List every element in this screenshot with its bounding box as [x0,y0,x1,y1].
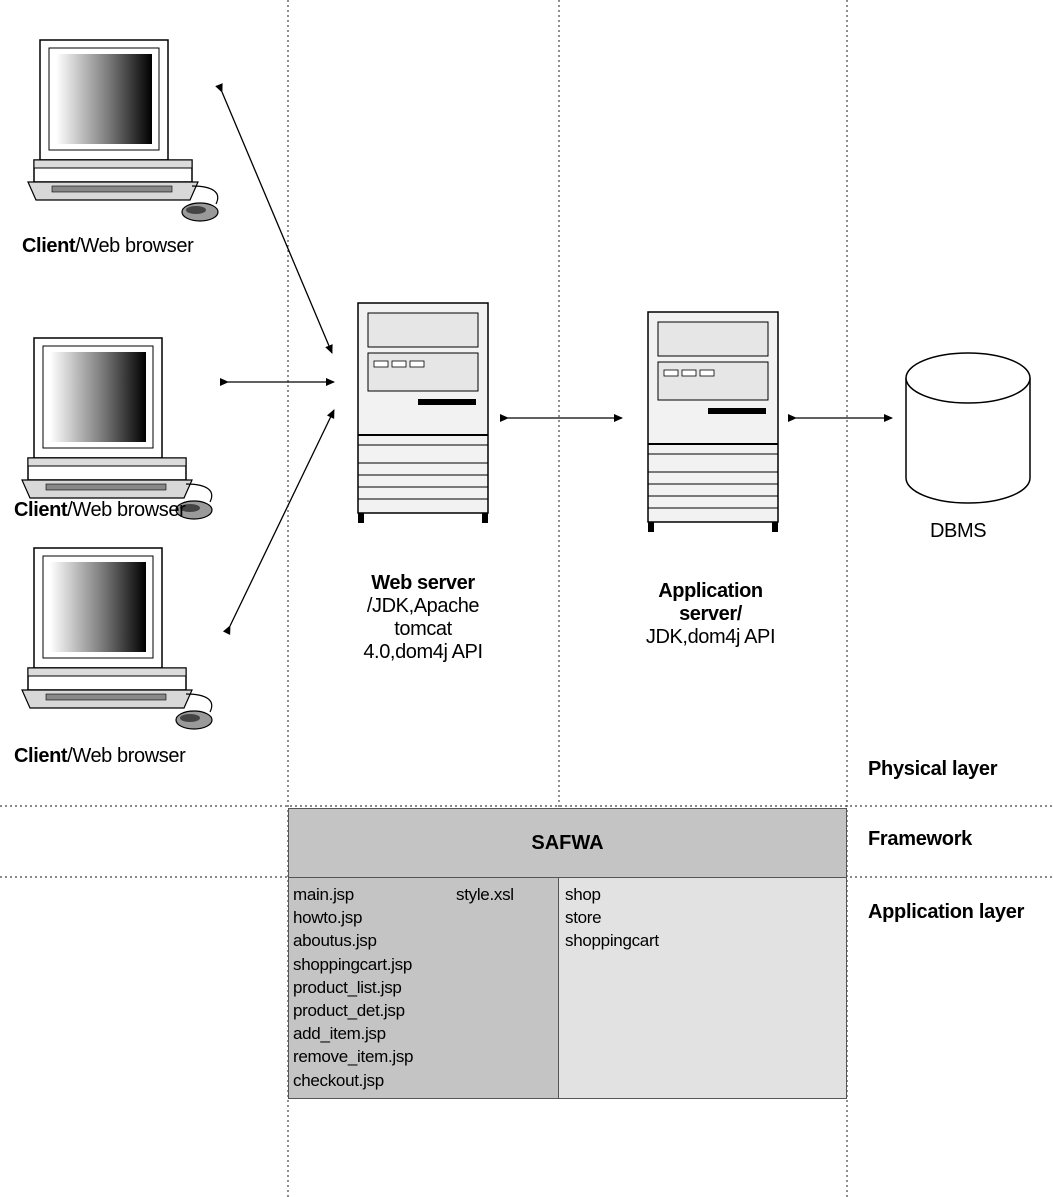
list-item: product_list.jsp [293,977,402,997]
list-item: add_item.jsp [293,1024,386,1044]
connection-arrows [215,83,893,635]
list-item: aboutus.jsp [293,931,377,951]
list-item: style.xsl [456,885,514,904]
framework-box: SAFWA [288,808,847,878]
physical-layer-label: Physical layer [868,758,998,780]
web-server-label: Web server /JDK,Apache tomcat 4.0,dom4j … [363,572,483,663]
application-classes-box [558,877,847,1099]
application-server-icon [647,311,779,533]
web-server-icon [357,302,489,524]
framework-box-label: SAFWA [531,831,604,854]
list-item: store [565,908,602,928]
list-item: shop [565,885,601,904]
jsp-file-list: main.jsp howto.jsp aboutus.jsp shoppingc… [293,883,414,1092]
list-item: shoppingcart [565,931,659,951]
list-item: howto.jsp [293,908,363,928]
list-item: shoppingcart.jsp [293,954,412,974]
framework-layer-label: Framework [868,828,973,850]
client-label: Client/Web browser [22,235,194,257]
application-jsp-box [288,877,559,1099]
application-layer-label: Application layer [868,901,1025,923]
list-item: product_det.jsp [293,1001,405,1021]
client-label: Client/Web browser [14,499,186,521]
client-computer-icon [21,337,213,520]
client-computer-icon [27,39,219,222]
xsl-file-list: style.xsl [456,883,514,906]
list-item: main.jsp [293,885,354,904]
class-list: shop store shoppingcart [565,883,659,953]
list-item: remove_item.jsp [293,1047,414,1067]
client-label: Client/Web browser [14,745,186,767]
application-server-label: Application server/ JDK,dom4j API [645,580,776,648]
client-computer-icon [21,547,213,730]
dbms-label: DBMS [930,520,987,542]
database-icon [905,352,1031,504]
list-item: checkout.jsp [293,1070,384,1090]
